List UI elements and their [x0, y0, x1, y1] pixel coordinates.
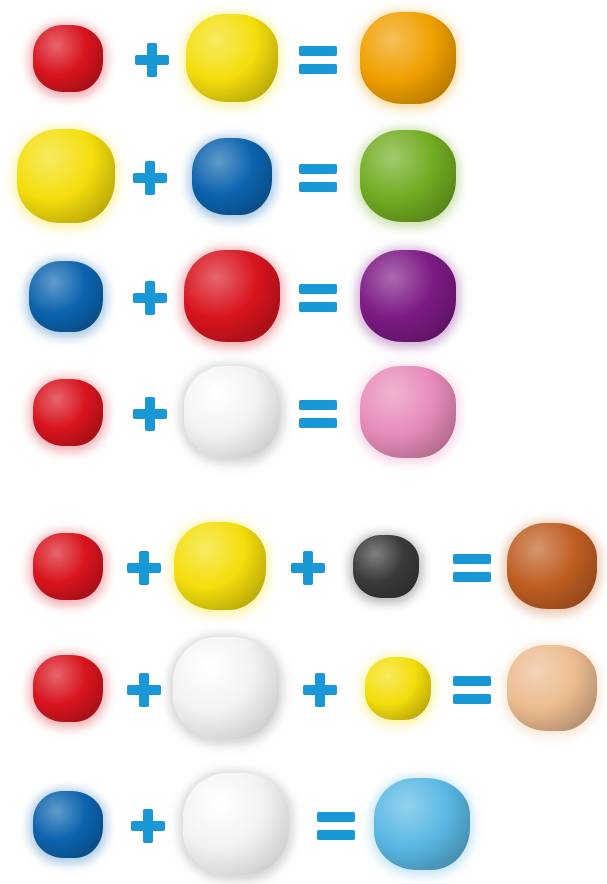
plus-icon	[131, 809, 165, 843]
equals-icon	[299, 284, 337, 312]
plus-icon	[133, 161, 167, 195]
red-blob	[33, 655, 103, 722]
pink-blob	[360, 366, 456, 458]
red-blob	[33, 25, 103, 92]
plus-icon	[133, 397, 167, 431]
yellow-blob	[186, 14, 278, 102]
equals-icon	[453, 676, 491, 704]
equals-icon	[299, 400, 337, 428]
plus-icon	[291, 551, 325, 585]
equals-icon	[317, 812, 355, 840]
blue-blob	[29, 261, 103, 332]
plus-icon	[127, 673, 161, 707]
plus-icon	[135, 43, 169, 77]
plus-icon	[303, 673, 337, 707]
white-blob	[184, 366, 280, 458]
yellow-blob	[365, 657, 431, 720]
red-blob	[33, 533, 103, 600]
equals-icon	[299, 46, 337, 74]
blue-blob	[192, 138, 272, 215]
green-blob	[360, 130, 456, 222]
equals-icon	[453, 554, 491, 582]
red-blob	[184, 250, 280, 342]
yellow-blob	[174, 522, 266, 610]
white-blob	[173, 637, 279, 739]
peach-blob	[507, 645, 597, 731]
brown-blob	[507, 523, 597, 609]
equals-icon	[299, 164, 337, 192]
purple-blob	[360, 250, 456, 342]
yellow-blob	[17, 129, 115, 223]
orange-blob	[360, 12, 456, 104]
plus-icon	[133, 281, 167, 315]
white-blob	[183, 773, 289, 875]
light-blue-blob	[374, 778, 470, 870]
blue-blob	[33, 791, 103, 858]
plus-icon	[127, 551, 161, 585]
red-blob	[33, 379, 103, 446]
black-blob	[353, 535, 419, 598]
